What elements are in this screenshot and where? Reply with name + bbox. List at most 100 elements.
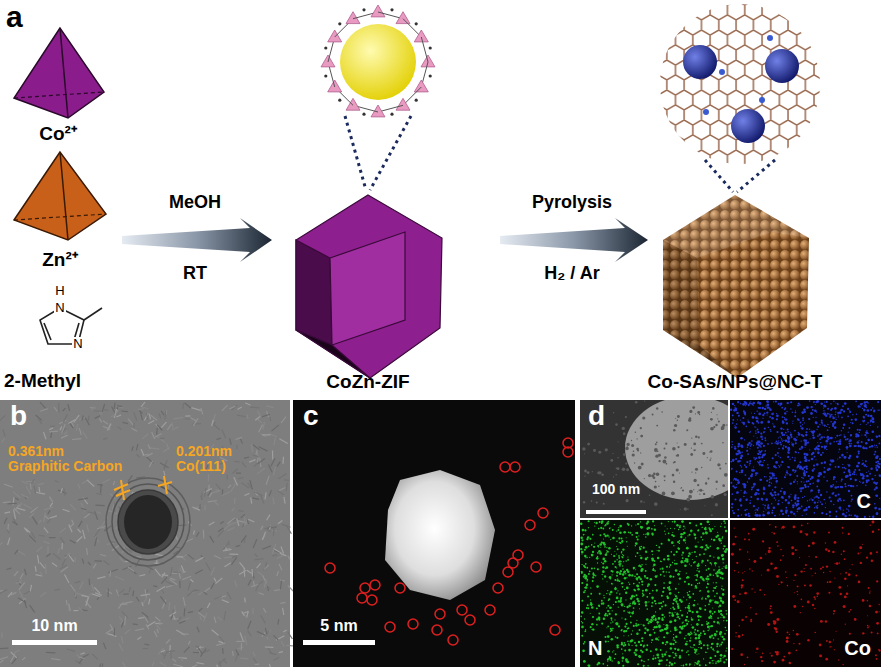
lattice-fringe (64, 432, 67, 435)
signal-dot (761, 407, 764, 410)
signal-dot (854, 445, 856, 447)
signal-dot (821, 503, 823, 505)
lattice-fringe (96, 493, 102, 494)
signal-dot (844, 456, 847, 459)
lattice-fringe (201, 493, 203, 501)
signal-dot (861, 435, 862, 436)
signal-dot (744, 509, 746, 511)
lattice-fringe (103, 438, 107, 440)
lattice-fringe (4, 484, 13, 487)
lattice-fringe (107, 591, 113, 594)
signal-dot (782, 416, 784, 418)
lattice-fringe (270, 417, 271, 421)
signal-dot (795, 503, 798, 506)
signal-dot (730, 409, 732, 411)
lattice-fringe (222, 430, 226, 439)
signal-dot (837, 403, 839, 405)
signal-dot (786, 470, 788, 472)
nanoparticle (385, 470, 495, 600)
signal-dot (748, 477, 750, 479)
signal-dot (829, 464, 831, 466)
signal-dot (784, 407, 786, 409)
signal-dot (764, 505, 766, 507)
lattice-fringe (92, 654, 97, 660)
signal-dot (758, 407, 759, 408)
texture-dot (625, 416, 627, 418)
lattice-fringe (89, 579, 91, 586)
signal-dot (864, 464, 867, 467)
signal-dot (774, 442, 776, 444)
lattice-fringe (92, 584, 94, 591)
lattice-fringe (60, 537, 64, 543)
lattice-fringe (16, 582, 21, 584)
signal-dot (814, 512, 816, 514)
lattice-fringe (178, 524, 187, 526)
lattice-fringe (116, 406, 123, 408)
texture-dot (674, 461, 676, 463)
signal-dot (750, 500, 751, 501)
lattice-fringe (241, 643, 243, 650)
signal-dot (794, 439, 797, 442)
signal-dot (764, 412, 766, 414)
signal-dot (756, 420, 758, 422)
texture-dot (679, 472, 680, 473)
lattice-fringe (35, 492, 45, 494)
texture-dot (693, 479, 696, 482)
signal-dot (774, 494, 776, 496)
texture-dot (663, 447, 665, 449)
signal-dot (848, 464, 850, 466)
lattice-fringe (273, 527, 275, 536)
signal-dot (864, 404, 867, 407)
lattice-fringe (272, 555, 277, 556)
framework-atom (324, 74, 327, 77)
lattice-fringe (149, 414, 150, 419)
lattice-fringe (264, 579, 266, 588)
signal-dot (844, 436, 846, 438)
signal-dot (817, 448, 819, 450)
texture-dot (649, 495, 651, 497)
signal-dot (868, 471, 869, 472)
lattice-fringe (255, 554, 258, 557)
signal-dot (781, 461, 783, 463)
signal-dot (763, 431, 765, 433)
lattice-fringe (283, 608, 284, 615)
signal-dot (857, 441, 859, 443)
zn-tetrahedron (14, 152, 106, 240)
signal-dot (817, 426, 819, 428)
texture-dot (684, 443, 687, 446)
lattice-fringe (252, 608, 253, 614)
lattice-fringe (38, 418, 42, 424)
texture-dot (710, 418, 713, 421)
texture-dot (626, 443, 629, 446)
lattice-fringe (128, 475, 132, 481)
texture-dot (724, 473, 728, 477)
signal-dot (816, 429, 817, 430)
signal-dot (772, 457, 774, 459)
texture-dot (632, 453, 635, 456)
signal-dot (795, 451, 797, 453)
texture-dot (661, 411, 663, 413)
lattice-fringe (108, 569, 117, 572)
signal-dot (748, 421, 749, 422)
signal-dot (753, 505, 755, 507)
signal-dot (772, 489, 773, 490)
lattice-fringe (65, 553, 70, 559)
signal-dot (800, 440, 801, 441)
signal-dot (833, 484, 834, 485)
signal-dot (756, 458, 757, 459)
lattice-fringe (44, 541, 50, 543)
signal-dot (767, 403, 770, 406)
framework-atom (429, 74, 432, 77)
lattice-fringe (274, 635, 279, 640)
lattice-fringe (196, 532, 199, 537)
lattice-fringe (232, 508, 235, 512)
texture-dot (612, 453, 613, 454)
lattice-fringe (193, 418, 198, 426)
signal-dot (819, 434, 821, 436)
lattice-fringe (195, 589, 200, 591)
signal-dot (805, 453, 807, 455)
signal-dot (834, 407, 837, 410)
texture-dot (673, 462, 675, 464)
lattice-fringe (79, 521, 83, 527)
signal-dot (803, 509, 806, 512)
